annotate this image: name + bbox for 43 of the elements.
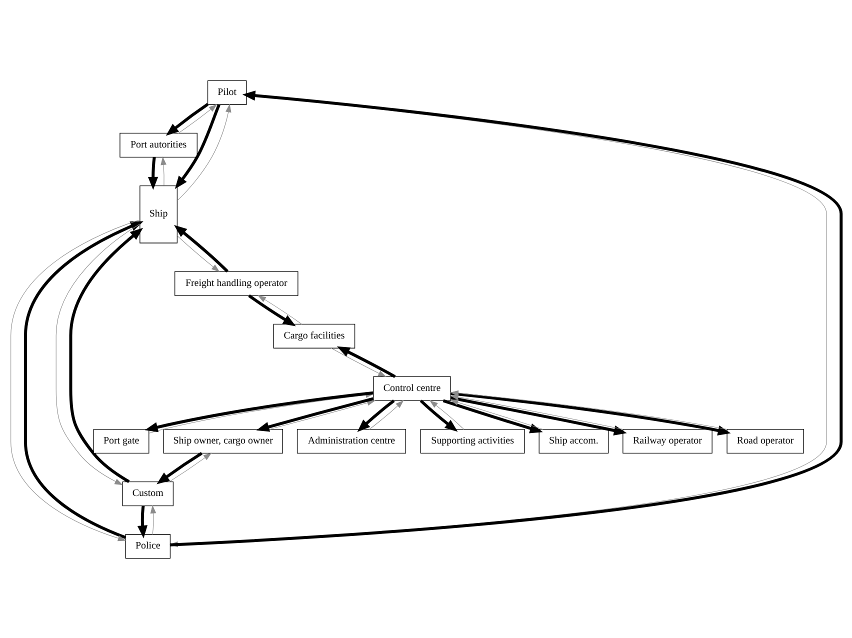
node-box: Ship owner, cargo owner: [163, 428, 283, 454]
node-box: Administration centre: [296, 428, 406, 454]
node-box: Control centre: [373, 376, 451, 400]
arrow: [176, 103, 232, 200]
node-box: Road operator: [726, 428, 804, 454]
arrow: [174, 224, 229, 272]
arrow: [174, 104, 220, 188]
arrow: [156, 452, 203, 484]
arrow: [256, 396, 374, 432]
node-box: Ship: [140, 184, 178, 243]
node-box: Custom: [122, 481, 174, 506]
node-box: Police: [125, 534, 171, 558]
arrow: [420, 399, 458, 432]
node-box: Supporting activities: [420, 428, 525, 454]
node-box: Port autorities: [120, 132, 198, 157]
arrow: [178, 104, 218, 133]
arrow: [168, 452, 212, 482]
arrow: [450, 394, 624, 429]
arrow: [450, 391, 731, 435]
node-box: Freight handling operator: [174, 270, 298, 296]
node-box: Cargo facilities: [273, 323, 356, 348]
arrow: [176, 235, 220, 272]
node-box: Railway operator: [622, 428, 712, 454]
arrow: [450, 396, 627, 435]
arrow: [429, 400, 464, 429]
arrow: [150, 504, 156, 534]
arrow: [369, 400, 404, 429]
arrow: [450, 399, 543, 430]
node-box: Pilot: [207, 80, 247, 104]
arrow: [258, 294, 302, 324]
arrow: [331, 347, 386, 377]
node-box: Ship accom.: [538, 428, 609, 454]
arrow: [450, 390, 728, 430]
arrow: [442, 398, 543, 433]
arrow: [166, 102, 209, 136]
arrow: [148, 156, 158, 190]
arrow: [160, 156, 166, 186]
arrow: [56, 223, 140, 485]
node-box: Port gate: [93, 428, 150, 454]
arrow: [69, 227, 144, 482]
arrow: [336, 346, 396, 378]
arrow: [137, 505, 148, 538]
arrow: [248, 294, 296, 326]
